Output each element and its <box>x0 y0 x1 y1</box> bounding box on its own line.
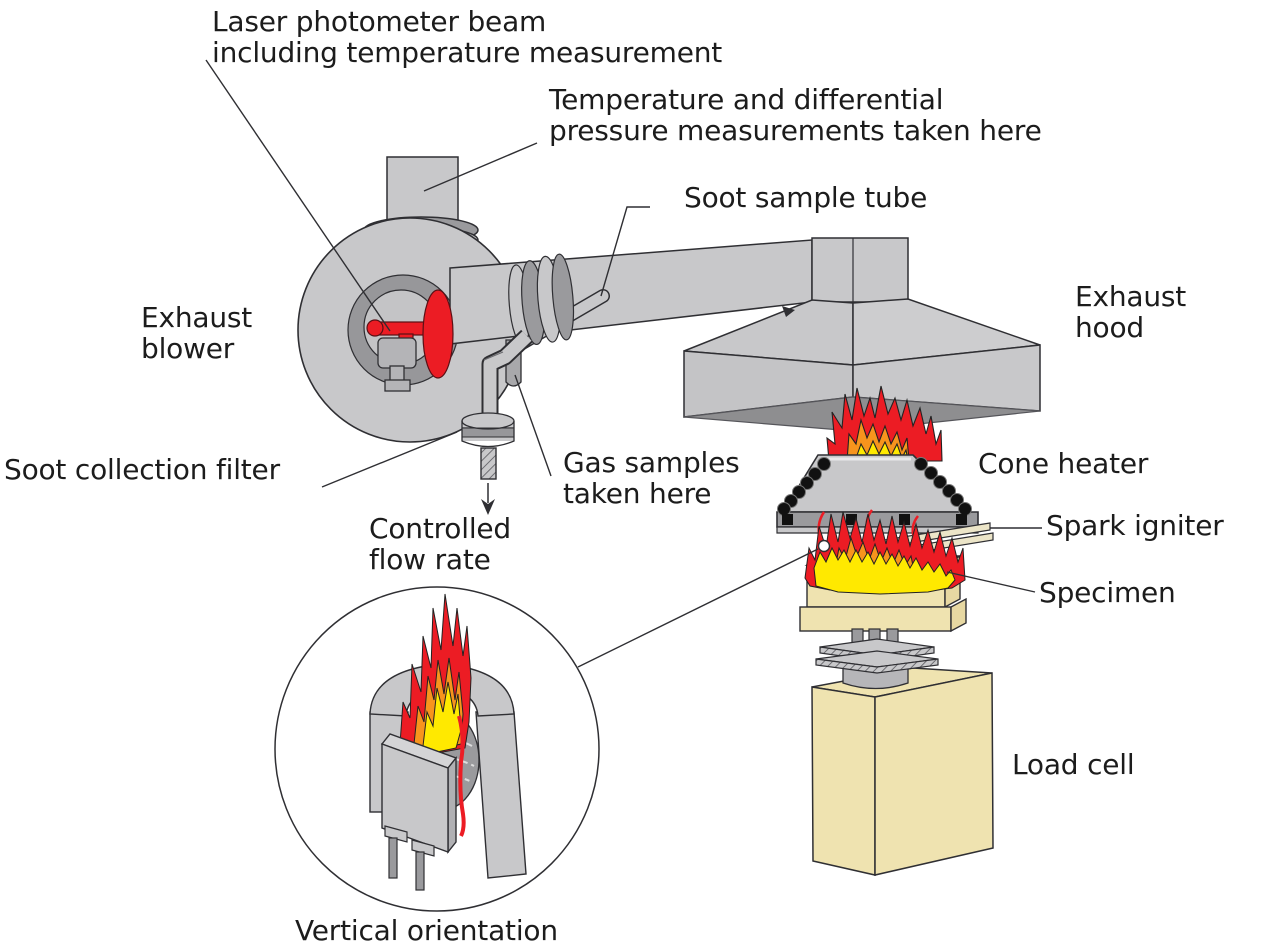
leader-gas-samples <box>514 374 552 477</box>
cone-heater-graphic <box>776 454 979 534</box>
label-soot-sample-tube: Soot sample tube <box>684 181 928 214</box>
leader-laser-photometer <box>205 59 391 332</box>
exhaust-hood-graphic <box>683 237 1041 432</box>
leader-temp-pressure <box>423 142 538 192</box>
controlled-flow-arrow <box>481 483 495 515</box>
leader-lines <box>205 59 1042 668</box>
label-exhaust-hood: Exhaust hood <box>1075 280 1187 345</box>
inset-specimen-plate <box>380 733 458 854</box>
label-cone-heater: Cone heater <box>978 447 1149 480</box>
label-load-cell: Load cell <box>1012 748 1135 781</box>
leader-soot-sample-tube <box>600 206 650 297</box>
label-controlled-flow-rate: Controlled flow rate <box>369 512 511 577</box>
controlled-flow-outlet <box>480 447 497 480</box>
filter-down-pipe <box>481 329 533 413</box>
duct-flange-rings <box>508 253 575 346</box>
soot-collection-filter-graphic <box>461 412 515 448</box>
label-exhaust-blower: Exhaust blower <box>141 301 253 366</box>
leader-vertical-orientation <box>577 548 819 668</box>
label-spark-igniter: Spark igniter <box>1046 509 1224 542</box>
vertical-orientation-inset <box>274 586 600 912</box>
mounting-plates <box>815 638 939 674</box>
label-gas-samples: Gas samples taken here <box>563 446 740 511</box>
label-soot-collection-filter: Soot collection filter <box>4 453 280 486</box>
leader-specimen <box>946 571 1036 593</box>
spark-point-marker <box>817 539 831 553</box>
label-laser-photometer-beam: Laser photometer beam including temperat… <box>212 5 723 70</box>
flames-on-specimen <box>804 509 966 595</box>
beam-mount-fitting <box>377 337 417 392</box>
label-specimen: Specimen <box>1039 576 1176 609</box>
inset-flames <box>399 593 472 837</box>
label-vertical-orientation: Vertical orientation <box>295 914 558 947</box>
leader-soot-collection-filter <box>321 431 458 488</box>
label-temp-pressure: Temperature and differential pressure me… <box>549 83 1042 148</box>
load-cell-graphic <box>811 667 994 876</box>
inset-prongs <box>384 825 435 891</box>
